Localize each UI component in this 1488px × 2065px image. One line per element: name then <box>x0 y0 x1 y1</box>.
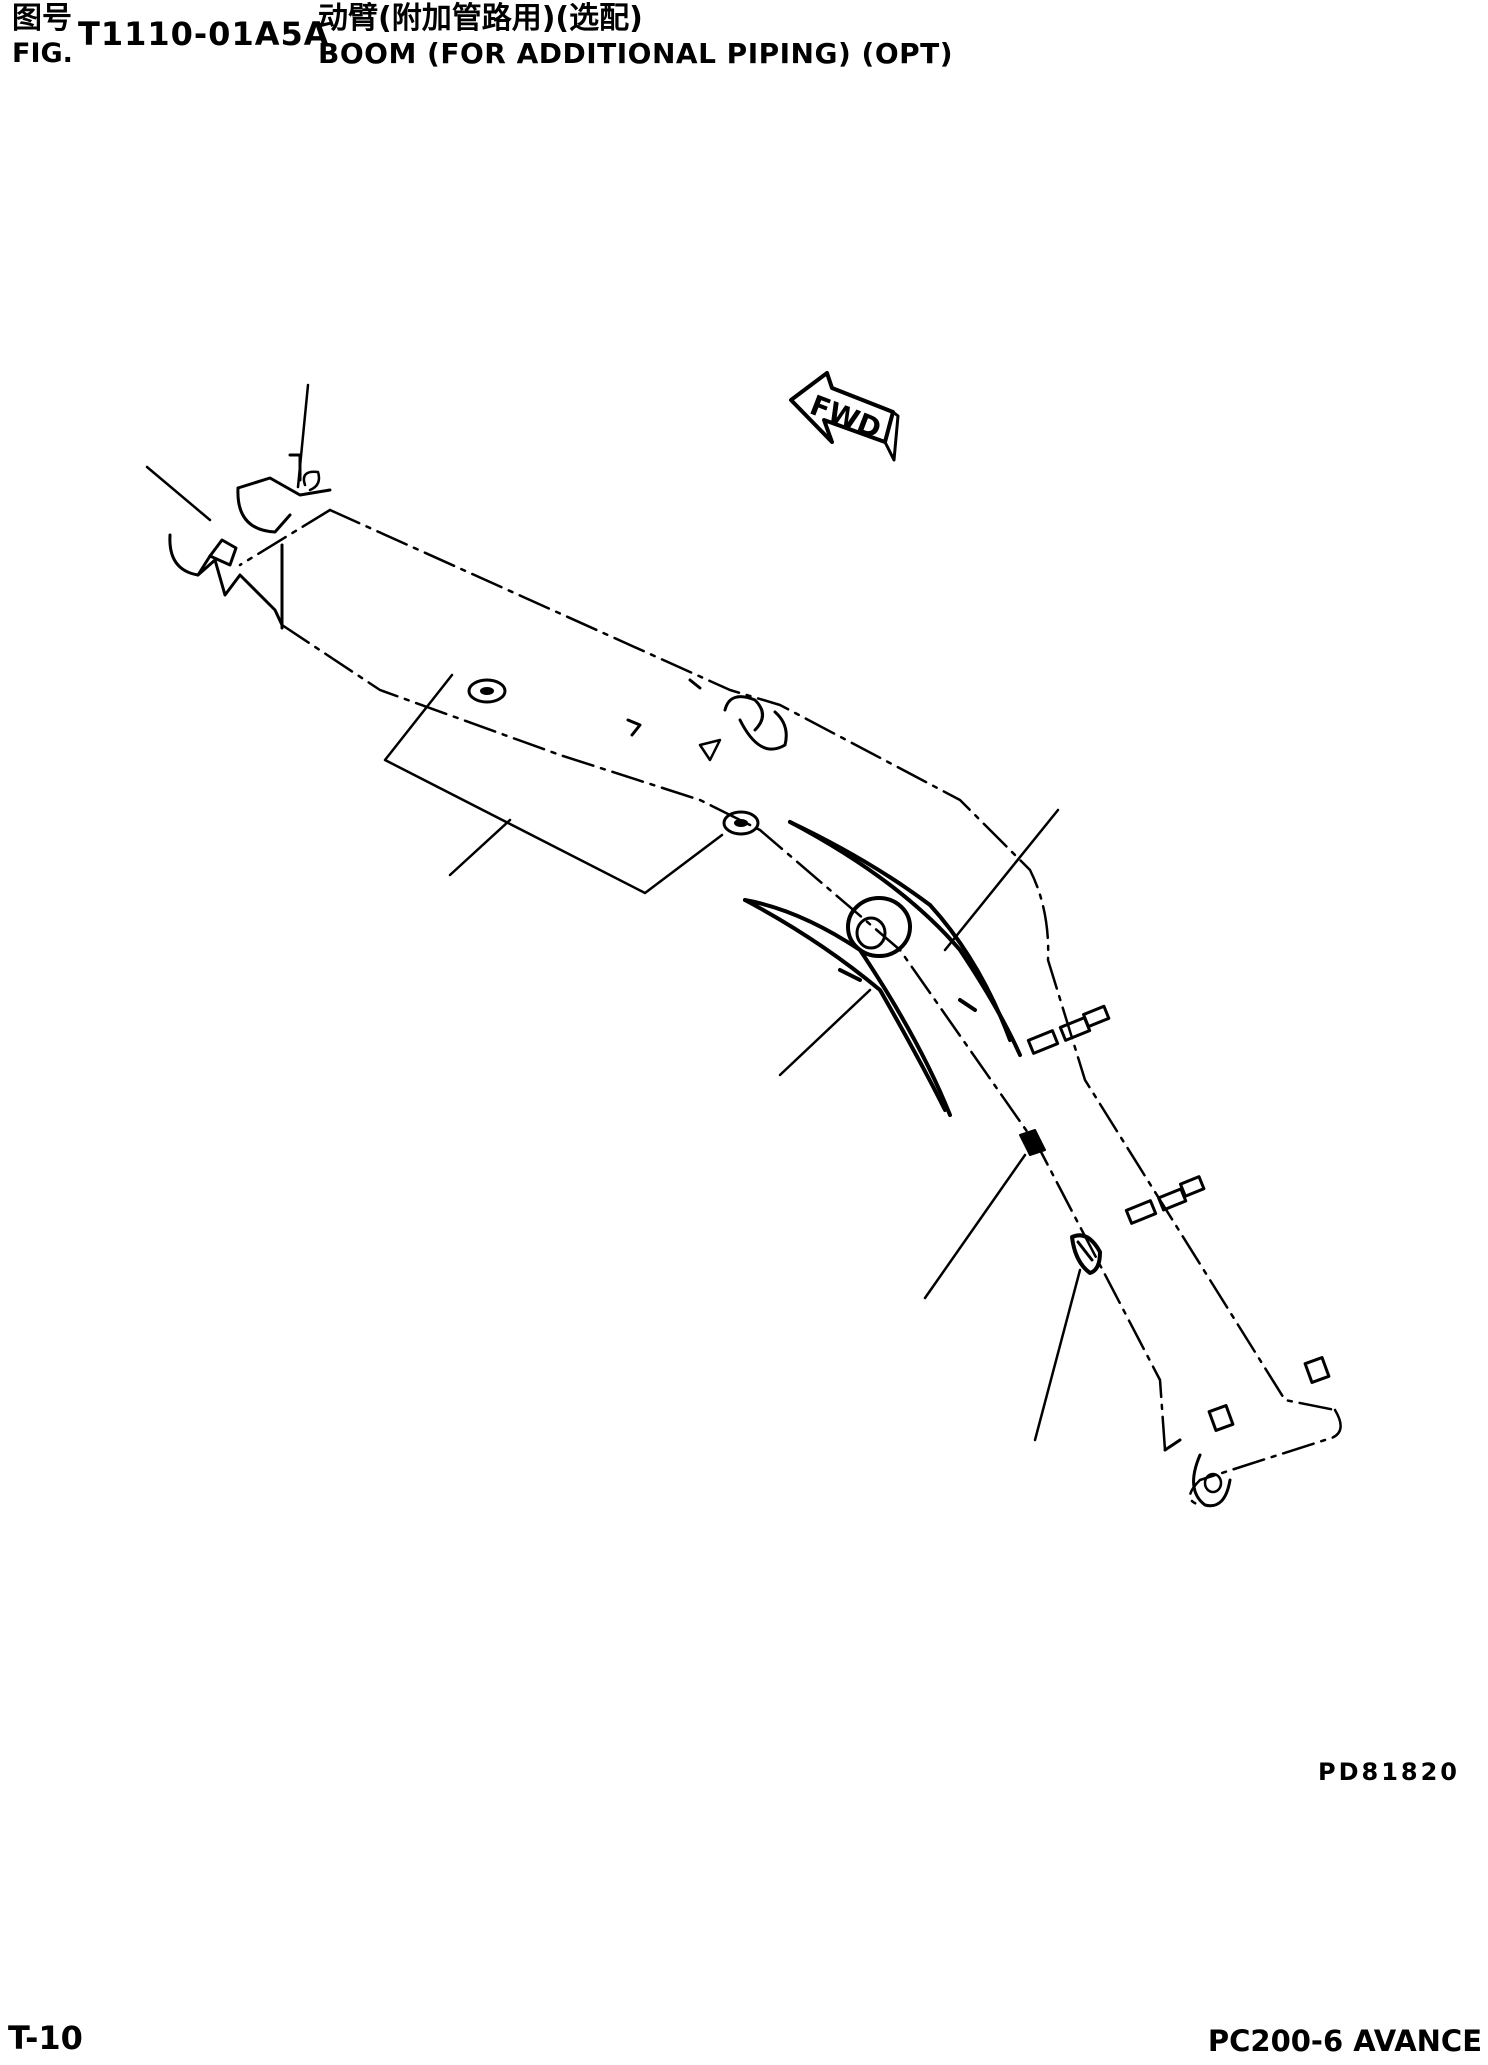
leader-lines <box>145 383 1082 1442</box>
fwd-arrow: FWD <box>789 371 900 462</box>
boom-foot <box>168 453 332 630</box>
title-cn: 动臂(附加管路用)(选配) <box>318 1 643 36</box>
clip-brackets <box>1019 1129 1102 1275</box>
fwd-label: FWD <box>805 389 885 446</box>
title-en: BOOM (FOR ADDITIONAL PIPING) (OPT) <box>318 37 954 70</box>
boom-mid-bracket <box>626 678 788 762</box>
figure-number: T1110-01A5A <box>78 15 330 53</box>
mount-pads <box>467 678 912 958</box>
figure-label-en: FIG. <box>12 38 73 69</box>
drawing-code: PD81820 <box>1317 1758 1460 1786</box>
figure-label-cn: 图号 <box>12 1 72 36</box>
boom-outline <box>238 508 1342 1507</box>
pipe-clamps <box>1026 1004 1331 1432</box>
boom-top-end <box>1163 1438 1232 1508</box>
side-plates <box>743 820 1022 1117</box>
model-name: PC200-6 AVANCE <box>1207 2024 1482 2058</box>
page-number: T-10 <box>8 2019 83 2057</box>
